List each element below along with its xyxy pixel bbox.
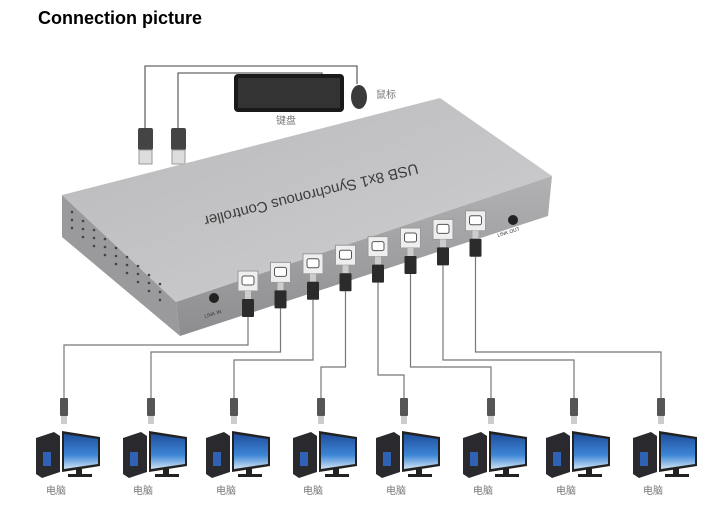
computer-icon [123, 431, 187, 478]
vent-hole [70, 218, 74, 222]
usb-b-port [335, 244, 356, 266]
vent-hole [103, 237, 107, 241]
usb-b-plug [404, 248, 417, 274]
usb-a-plug [657, 398, 665, 416]
usb-a-plug [147, 398, 155, 416]
usb-a-plug [487, 398, 495, 416]
computer-label: 电脑 [386, 484, 406, 497]
link-in-jack [209, 293, 219, 303]
computer-label: 电脑 [216, 484, 236, 497]
computer: 电脑 [293, 398, 357, 497]
cable [474, 256, 662, 400]
usb-b-plug [437, 239, 449, 266]
usb-b-port [302, 253, 324, 275]
computer-icon [376, 431, 440, 478]
mouse-icon [351, 85, 367, 109]
usb-b-plug [469, 230, 482, 257]
vent-hole [81, 235, 85, 239]
computer-icon [463, 431, 527, 478]
usb-a-plug-mouse [138, 128, 153, 165]
usb-a-plug [230, 398, 238, 416]
computer-label: 电脑 [303, 484, 323, 497]
cable [150, 308, 282, 400]
usb-a-plug [400, 398, 408, 416]
page-title: Connection picture [38, 8, 203, 28]
vent-hole [70, 210, 74, 214]
computer-label: 电脑 [46, 484, 66, 497]
computer-icon [546, 431, 610, 478]
usb-b-port [367, 236, 389, 258]
computer-icon [633, 431, 697, 478]
computer-icon [206, 431, 270, 478]
usb-b-port [400, 227, 421, 249]
cable [63, 317, 249, 400]
link-out-jack [508, 215, 518, 225]
vent-hole [114, 262, 118, 266]
computer-label: 电脑 [473, 484, 493, 497]
vent-hole [103, 245, 107, 249]
computer: 电脑 [633, 398, 697, 497]
vent-hole [114, 254, 118, 258]
computer-icon [293, 431, 357, 478]
vent-hole [92, 228, 96, 232]
cable [442, 265, 575, 400]
keyboard-icon [234, 74, 344, 112]
usb-b-port [270, 261, 291, 283]
vent-hole [158, 290, 162, 294]
vent-hole [70, 226, 74, 230]
keyboard-label: 键盘 [276, 114, 296, 127]
vent-hole [147, 281, 151, 285]
cable [409, 274, 492, 400]
computer-label: 电脑 [556, 484, 576, 497]
cable [320, 291, 347, 400]
usb-b-plug [339, 265, 352, 292]
vent-hole [81, 219, 85, 223]
vent-hole [136, 280, 140, 284]
vent-hole [92, 244, 96, 248]
vent-hole [136, 264, 140, 268]
computer-label: 电脑 [643, 484, 663, 497]
vent-hole [147, 289, 151, 293]
usb-b-port [465, 210, 486, 232]
computer: 电脑 [546, 398, 610, 497]
usb-b-plug [372, 256, 384, 283]
mouse-label: 鼠标 [376, 88, 396, 101]
vent-hole [125, 263, 129, 267]
vent-hole [125, 271, 129, 275]
usb-a-plug [60, 398, 68, 416]
vent-hole [158, 298, 162, 302]
usb-a-plug [317, 398, 325, 416]
computer-icon [36, 431, 100, 478]
computer-label: 电脑 [133, 484, 153, 497]
computer: 电脑 [36, 398, 100, 497]
usb-b-port [432, 218, 454, 240]
usb-b-plug [274, 282, 287, 309]
vent-hole [103, 253, 107, 257]
computer: 电脑 [123, 398, 187, 497]
usb-a-plug [570, 398, 578, 416]
link-in-label: LINK IN [204, 309, 223, 320]
usb-a-plug-keyboard [171, 128, 186, 165]
cable [233, 299, 314, 400]
computer: 电脑 [206, 398, 270, 497]
usb-b-plug [307, 273, 319, 300]
vent-hole [125, 255, 129, 259]
vent-hole [147, 273, 151, 277]
vent-hole [92, 236, 96, 240]
vent-hole [114, 246, 118, 250]
computer: 电脑 [463, 398, 527, 497]
vent-holes [70, 210, 162, 302]
vent-hole [158, 282, 162, 286]
vent-hole [81, 227, 85, 231]
pc-cables [63, 256, 662, 400]
usb-synchronous-controller: USB 8x1 Synchronous Controller LINK IN L… [62, 98, 552, 336]
usb-b-port [237, 270, 259, 292]
cable [377, 282, 405, 400]
computer: 电脑 [376, 398, 440, 497]
vent-hole [136, 272, 140, 276]
usb-b-plug [242, 291, 254, 317]
